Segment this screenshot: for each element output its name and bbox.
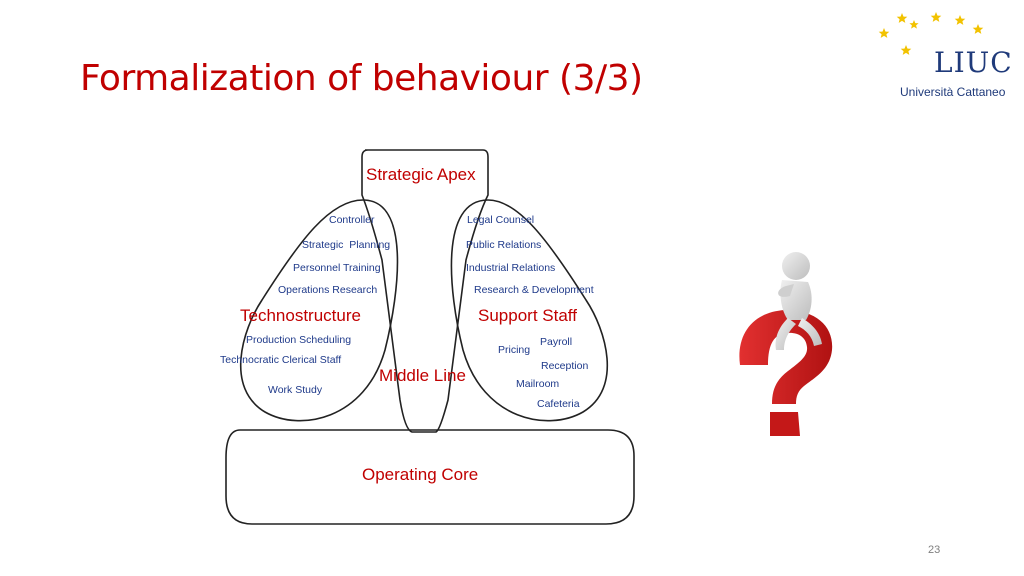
logo-name: LIUC: [934, 46, 1013, 79]
support-staff-item: Legal Counsel: [467, 214, 534, 226]
strategic-apex-middle-line-shape: [361, 149, 489, 433]
logo-stars-icon: [878, 12, 984, 55]
liuc-logo: LIUC Università Cattaneo: [876, 8, 1016, 102]
technostructure-shape: [239, 199, 399, 422]
strategic-apex-label: Strategic Apex: [366, 165, 476, 184]
support-staff-item: Pricing: [498, 344, 530, 356]
technostructure-item: Controller: [329, 214, 375, 226]
technostructure-item: Technocratic Clerical Staff: [220, 354, 341, 366]
operating-core-shape: [225, 429, 635, 525]
support-staff-item: Cafeteria: [537, 398, 580, 410]
technostructure-item: Work Study: [268, 384, 323, 396]
support-staff-item: Payroll: [540, 336, 572, 348]
support-staff-item: Mailroom: [516, 378, 559, 390]
technostructure-label: Technostructure: [240, 306, 361, 325]
technostructure-item: Production Scheduling: [246, 334, 351, 346]
middle-line-label: Middle Line: [379, 366, 466, 385]
logo-subtitle: Università Cattaneo: [900, 85, 1006, 99]
support-staff-label: Support Staff: [478, 306, 577, 325]
technostructure-item: Strategic Planning: [302, 239, 390, 251]
thinking-person-on-question-mark-icon: [739, 252, 833, 436]
slide-title: Formalization of behaviour (3/3): [80, 58, 643, 99]
support-staff-item: Public Relations: [466, 239, 541, 251]
support-staff-item: Research & Development: [474, 284, 594, 296]
support-staff-shape: [450, 199, 609, 422]
support-staff-item: Industrial Relations: [466, 262, 555, 274]
operating-core-label: Operating Core: [362, 465, 478, 484]
technostructure-item: Personnel Training: [293, 262, 381, 274]
page-number: 23: [928, 544, 941, 556]
technostructure-item: Operations Research: [278, 284, 377, 296]
support-staff-item: Reception: [541, 360, 588, 372]
